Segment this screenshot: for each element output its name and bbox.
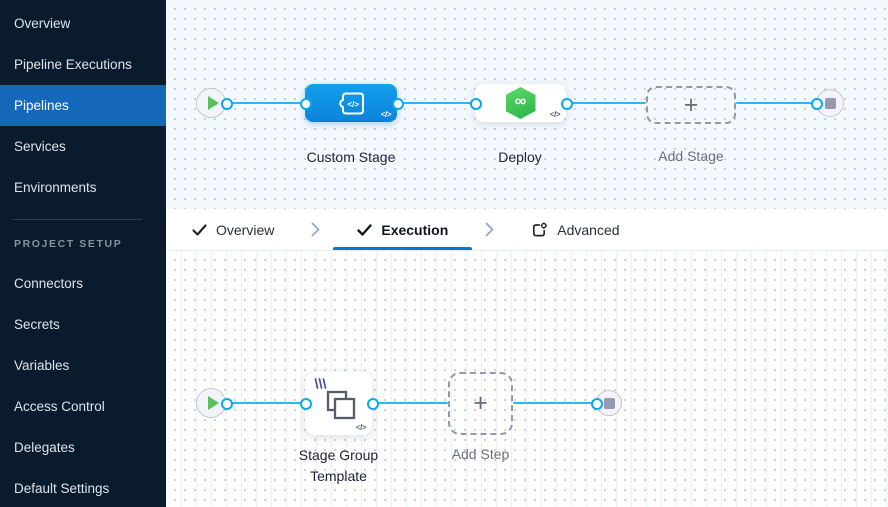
tab-execution[interactable]: Execution: [333, 209, 473, 250]
sidebar-item-delegates[interactable]: Delegates: [14, 440, 75, 455]
add-step-button[interactable]: +: [448, 372, 513, 435]
stop-icon: [824, 97, 836, 109]
edge-stagegroup-addstep: [372, 401, 448, 404]
play-icon: [207, 96, 219, 110]
sidebar-item-environments[interactable]: Environments: [14, 180, 97, 195]
add-step-label: Add Step: [451, 446, 510, 462]
tab-overview-label: Overview: [216, 221, 275, 238]
sidebar-item-access-control[interactable]: Access Control: [14, 399, 105, 414]
main-panel: </> </> ∞ </> +: [166, 0, 888, 507]
sidebar-item-connectors[interactable]: Connectors: [14, 276, 84, 291]
add-stage-button[interactable]: +: [646, 86, 736, 124]
code-badge-icon: </>: [355, 423, 367, 432]
tab-execution-label: Execution: [381, 221, 449, 238]
sidebar-item-default-settings[interactable]: Default Settings: [14, 481, 110, 496]
sidebar: Overview Pipeline Executions Pipelines S…: [0, 0, 166, 507]
chevron-right-icon: [311, 209, 320, 250]
stage-config-tabbar: Overview Execution: [166, 209, 888, 251]
port[interactable]: [810, 97, 823, 110]
chevron-right-icon: [485, 209, 494, 250]
sidebar-item-services[interactable]: Services: [14, 139, 66, 154]
plus-icon: +: [473, 389, 488, 417]
sidebar-item-variables[interactable]: Variables: [14, 358, 70, 373]
svg-text:</>: </>: [347, 99, 359, 108]
sidebar-divider: [13, 219, 142, 220]
stage-group-template-label: Stage Group Template: [298, 447, 379, 484]
edge-deploy-addstage: [566, 101, 646, 104]
tab-overview[interactable]: Overview: [168, 209, 298, 250]
edge-start-stagegroup: [226, 401, 305, 404]
deploy-stage-label: Deploy: [498, 149, 542, 165]
custom-stage-icon: </>: [339, 92, 364, 114]
stage-group-icon: [326, 390, 355, 419]
cd-hexagon-icon: ∞: [505, 87, 536, 119]
port[interactable]: [391, 97, 404, 110]
sidebar-item-overview[interactable]: Overview: [14, 16, 71, 31]
edge-addstep-end: [513, 401, 596, 404]
sidebar-item-secrets[interactable]: Secrets: [14, 317, 60, 332]
stage-canvas[interactable]: </> </> ∞ </> +: [166, 0, 888, 209]
port[interactable]: [299, 97, 312, 110]
port[interactable]: [469, 97, 482, 110]
edge-customstage-deploy: [397, 101, 475, 104]
custom-stage-label: Custom Stage: [306, 149, 396, 165]
stop-icon: [603, 397, 615, 409]
code-badge-icon: </>: [549, 110, 561, 119]
check-icon: [357, 223, 373, 236]
port[interactable]: [220, 97, 233, 110]
advanced-settings-icon: [533, 221, 548, 236]
tab-advanced[interactable]: Advanced: [507, 209, 643, 250]
tab-advanced-label: Advanced: [557, 221, 620, 238]
port[interactable]: [220, 397, 233, 410]
port[interactable]: [590, 397, 603, 410]
edge-addstage-end: [736, 101, 816, 104]
sidebar-item-pipeline-executions[interactable]: Pipeline Executions: [14, 57, 132, 72]
stage-group-template-node[interactable]: </>: [305, 372, 372, 435]
edge-start-customstage: [226, 101, 305, 104]
check-icon: [192, 223, 207, 236]
port[interactable]: [299, 397, 312, 410]
active-tab-underline: [333, 247, 473, 250]
play-icon: [207, 396, 219, 410]
execution-start-node[interactable]: [196, 388, 226, 418]
template-library-icon: [314, 378, 327, 389]
deploy-stage-node[interactable]: ∞ </>: [475, 84, 566, 122]
execution-canvas[interactable]: </> + Stage Group Template Add Step: [166, 251, 888, 507]
sidebar-item-pipelines[interactable]: Pipelines: [0, 85, 166, 126]
add-stage-label: Add Stage: [658, 148, 724, 164]
code-badge-icon: </>: [380, 110, 392, 119]
port[interactable]: [366, 397, 379, 410]
custom-stage-node[interactable]: </> </>: [305, 84, 397, 122]
sidebar-section-project-setup: PROJECT SETUP: [14, 238, 123, 250]
plus-icon: +: [683, 90, 699, 119]
port[interactable]: [560, 97, 573, 110]
infinity-glyph: ∞: [514, 93, 527, 110]
